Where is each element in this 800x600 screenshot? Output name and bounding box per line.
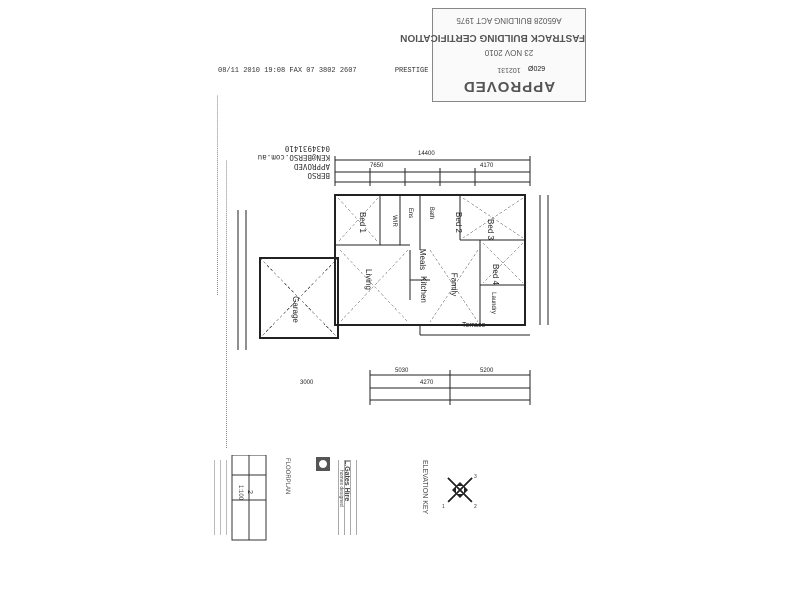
scale-text: 1:100	[237, 485, 243, 501]
svg-text:1: 1	[442, 504, 445, 510]
stamp-act: A65028 BUILDING ACT 1975	[456, 16, 562, 25]
room-bath: Bath	[428, 206, 435, 220]
room-bed2: Bed 2	[453, 212, 463, 233]
brand-name: L.Gates Hire	[343, 460, 350, 502]
svg-text:3: 3	[474, 474, 477, 480]
dim-top-a: 7650	[370, 163, 384, 169]
floorplan-label: FLOORPLAN	[284, 458, 290, 495]
dim-top-b: 4170	[480, 163, 494, 169]
fax-line: 08/11 2010 19:08 FAX 07 3802 2607	[218, 67, 357, 75]
room-ens: Ens	[407, 207, 414, 219]
room-living: Living	[363, 269, 373, 290]
room-terrace: Terrace	[462, 322, 486, 329]
stamp-company: FASTRACK BUILDING CERTIFICATION	[400, 32, 585, 43]
sheet-number: 2	[246, 490, 253, 494]
dim-bottom-b: 4270	[420, 380, 434, 386]
approval-stamp: APPROVED 102131 23 NOV 2010 FASTRACK BUI…	[400, 8, 586, 102]
stamp-plan-number: 102131	[497, 66, 521, 73]
brand-note: homes designed	[338, 470, 344, 507]
room-meals: Meals	[418, 248, 428, 271]
floor-plan-drawing	[237, 156, 549, 405]
title-block	[213, 455, 267, 541]
room-garage: Garage	[290, 296, 300, 323]
dim-mid-b: 5200	[480, 368, 494, 374]
elevation-key-label: ELEVATION KEY	[421, 460, 428, 515]
room-family: Family	[449, 272, 459, 297]
room-bed4: Bed 4	[490, 264, 500, 285]
room-laundry: Laundry	[489, 292, 496, 314]
brand-logo	[316, 457, 357, 535]
room-wir: WIR	[390, 215, 397, 227]
dim-bottom-a: 3000	[300, 380, 314, 386]
dim-overall: 14400	[418, 151, 435, 157]
stamp-ref: Ø029	[528, 66, 546, 73]
room-kitchen: Kitchen	[418, 276, 428, 303]
room-bed3: Bed 3	[485, 219, 495, 240]
stamp-date: 23 NOV 2010	[484, 48, 534, 57]
room-bed1: Bed 1	[357, 212, 367, 233]
margin-notes: ‥‥‥‥‥‥‥‥‥‥‥‥‥‥‥‥‥‥‥‥‥‥‥‥‥‥‥‥‥‥‥‥‥‥‥‥‥‥‥‥…	[215, 95, 221, 296]
dim-mid-a: 5030	[395, 368, 409, 374]
elevation-key-icon: 3 2 1	[442, 474, 477, 510]
svg-text:2: 2	[474, 504, 477, 510]
stamp-approved: APPROVED	[462, 78, 556, 95]
